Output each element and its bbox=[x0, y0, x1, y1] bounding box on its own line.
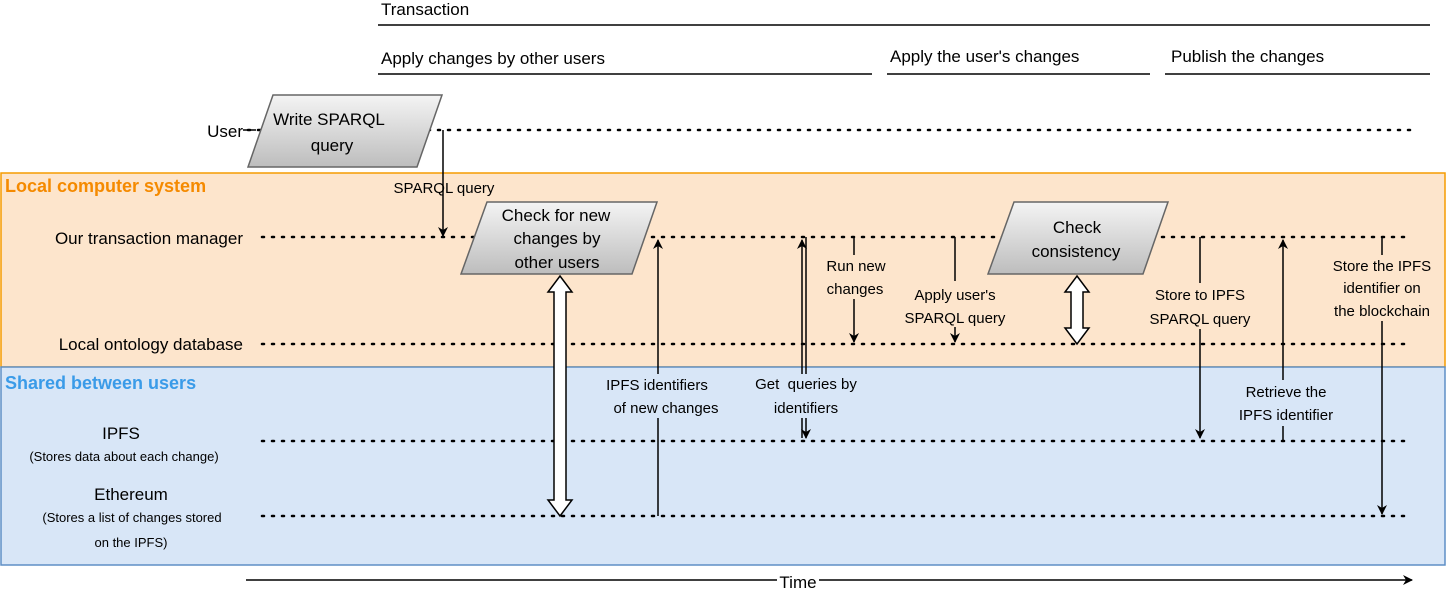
double-arrow-consistency-db bbox=[1063, 274, 1091, 346]
label-bg-get-queries bbox=[744, 374, 872, 418]
label-bg-apply-users bbox=[896, 281, 1020, 327]
shared-region-title: Shared between users bbox=[5, 373, 196, 393]
write-query-shape bbox=[246, 94, 444, 168]
label-run-new-2: changes bbox=[827, 281, 884, 298]
lane-label-ethereum-sub2: on the IPFS) bbox=[95, 535, 168, 550]
label-get-queries-1: Get queries by bbox=[755, 376, 857, 393]
check-new-line3: other users bbox=[514, 253, 599, 272]
label-retrieve-2: IPFS identifier bbox=[1239, 407, 1333, 424]
label-retrieve-1: Retrieve the bbox=[1246, 384, 1327, 401]
label-bg-run-new bbox=[818, 255, 894, 299]
label-sparql-query: SPARQL query bbox=[394, 180, 495, 197]
local-region-title: Local computer system bbox=[5, 176, 206, 196]
check-new-line2: changes by bbox=[514, 229, 601, 248]
phase-transaction: Transaction bbox=[381, 0, 469, 19]
lane-label-local-db: Local ontology database bbox=[59, 335, 243, 354]
label-apply-users-2: SPARQL query bbox=[905, 310, 1006, 327]
check-consistency-line1: Check bbox=[1053, 218, 1102, 237]
label-ipfs-ids-1: IPFS identifiers bbox=[606, 377, 708, 394]
label-store-chain-1: Store the IPFS bbox=[1333, 258, 1431, 275]
label-store-ipfs-1: Store to IPFS bbox=[1155, 287, 1245, 304]
write-query-line2: query bbox=[311, 136, 354, 155]
lane-label-ipfs: IPFS bbox=[102, 424, 140, 443]
label-bg-store-chain bbox=[1320, 255, 1444, 321]
check-consistency-line2: consistency bbox=[1032, 242, 1121, 261]
write-query-line1: Write SPARQL bbox=[273, 110, 385, 129]
check-new-line1: Check for new bbox=[502, 206, 611, 225]
lane-label-ethereum-sub1: (Stores a list of changes stored bbox=[42, 510, 221, 525]
check-new-changes-shape bbox=[459, 201, 659, 275]
label-bg-retrieve bbox=[1228, 380, 1348, 426]
label-bg-store-ipfs bbox=[1142, 283, 1264, 329]
phase-apply-other: Apply changes by other users bbox=[381, 49, 605, 68]
label-apply-users-1: Apply user's bbox=[914, 287, 995, 304]
phase-apply-user: Apply the user's changes bbox=[890, 47, 1079, 66]
local-system-region bbox=[0, 172, 1446, 368]
lane-label-manager: Our transaction manager bbox=[55, 229, 243, 248]
lane-label-ethereum: Ethereum bbox=[94, 485, 168, 504]
label-ipfs-ids-2: of new changes bbox=[613, 400, 718, 417]
lane-label-user: User bbox=[207, 122, 243, 141]
label-store-chain-3: the blockchain bbox=[1334, 303, 1430, 320]
label-store-chain-2: identifier on bbox=[1343, 280, 1421, 297]
label-store-ipfs-2: SPARQL query bbox=[1150, 311, 1251, 328]
label-get-queries-2: identifiers bbox=[774, 400, 838, 417]
lane-label-ipfs-sub: (Stores data about each change) bbox=[29, 449, 218, 464]
label-run-new-1: Run new bbox=[826, 258, 885, 275]
phase-publish: Publish the changes bbox=[1171, 47, 1324, 66]
check-consistency-shape bbox=[986, 201, 1170, 275]
label-bg-ipfs-ids bbox=[594, 374, 724, 418]
double-arrow-check-ethereum bbox=[546, 274, 574, 518]
time-axis-label: Time bbox=[779, 573, 816, 591]
